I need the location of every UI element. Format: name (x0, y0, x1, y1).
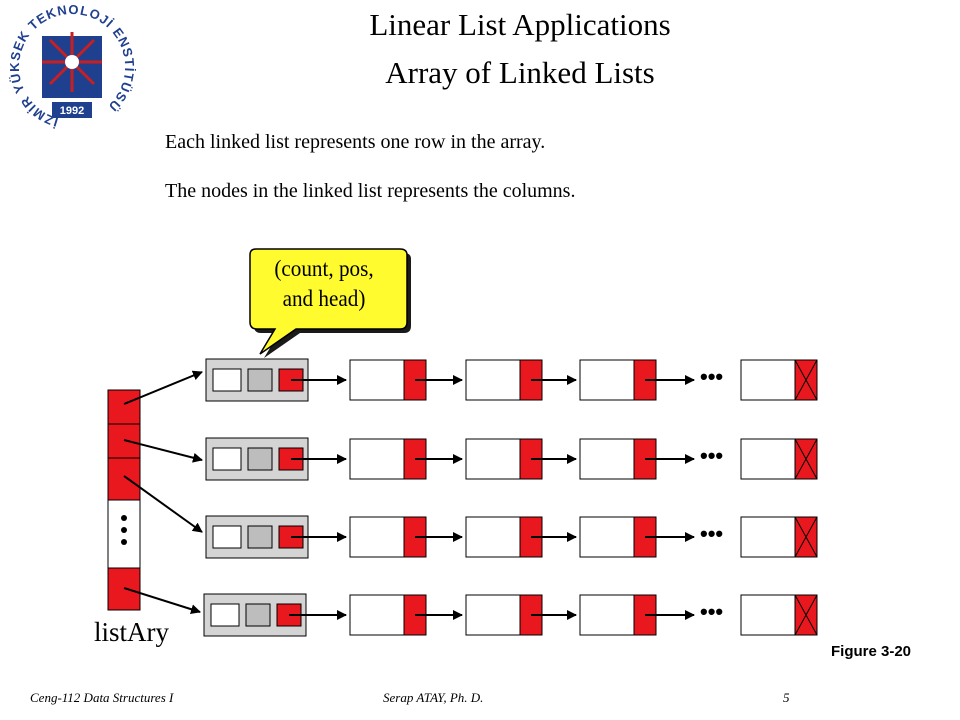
array-pointers (123, 370, 203, 615)
callout-bubble (249, 248, 411, 358)
footer-course: Ceng-112 Data Structures I (30, 690, 174, 705)
count-field (210, 603, 240, 627)
array-pointer-row-3 (123, 475, 203, 533)
callout-text: (count, pos, and head) (274, 256, 374, 311)
array-cell-0 (107, 389, 141, 425)
array-pointer-row-4 (123, 587, 201, 615)
linked-list-row-4: ••• (203, 593, 818, 637)
linked-list-row-2: ••• (205, 437, 818, 481)
count-field (212, 525, 242, 549)
array-label: listAry (94, 617, 170, 647)
bullet-text-1: Each linked list represents one row in t… (165, 131, 546, 153)
logo-year: 1992 (60, 105, 84, 117)
array-cell-gap (107, 499, 141, 569)
linked-list-row-1: ••• (205, 358, 818, 402)
slide-title-line1: Linear List Applications (369, 7, 671, 42)
count-field (212, 368, 242, 392)
pos-field (245, 603, 271, 627)
array-pointer-row-2 (123, 439, 203, 463)
footer-page-number: 5 (783, 690, 790, 705)
ellipsis: ••• (700, 443, 723, 468)
linked-list-row-3: ••• (205, 515, 818, 559)
count-field (212, 447, 242, 471)
slide-title-line2: Array of Linked Lists (385, 55, 655, 90)
figure-label: Figure 3-20 (831, 643, 912, 660)
bullet-text-2: The nodes in the linked list represents … (165, 180, 576, 202)
ellipsis: ••• (700, 521, 723, 546)
array-cell-2 (107, 457, 141, 501)
pos-field (247, 525, 273, 549)
ellipsis: ••• (700, 599, 723, 624)
ellipsis: ••• (700, 364, 723, 389)
pos-field (247, 368, 273, 392)
footer-author: Serap ATAY, Ph. D. (383, 690, 484, 705)
pos-field (247, 447, 273, 471)
list-array (107, 389, 141, 611)
array-pointer-row-1 (123, 370, 203, 405)
institute-logo: İZMİR YÜKSEK TEKNOLOJİ ENSTİTÜSÜ 1992 (8, 4, 136, 129)
